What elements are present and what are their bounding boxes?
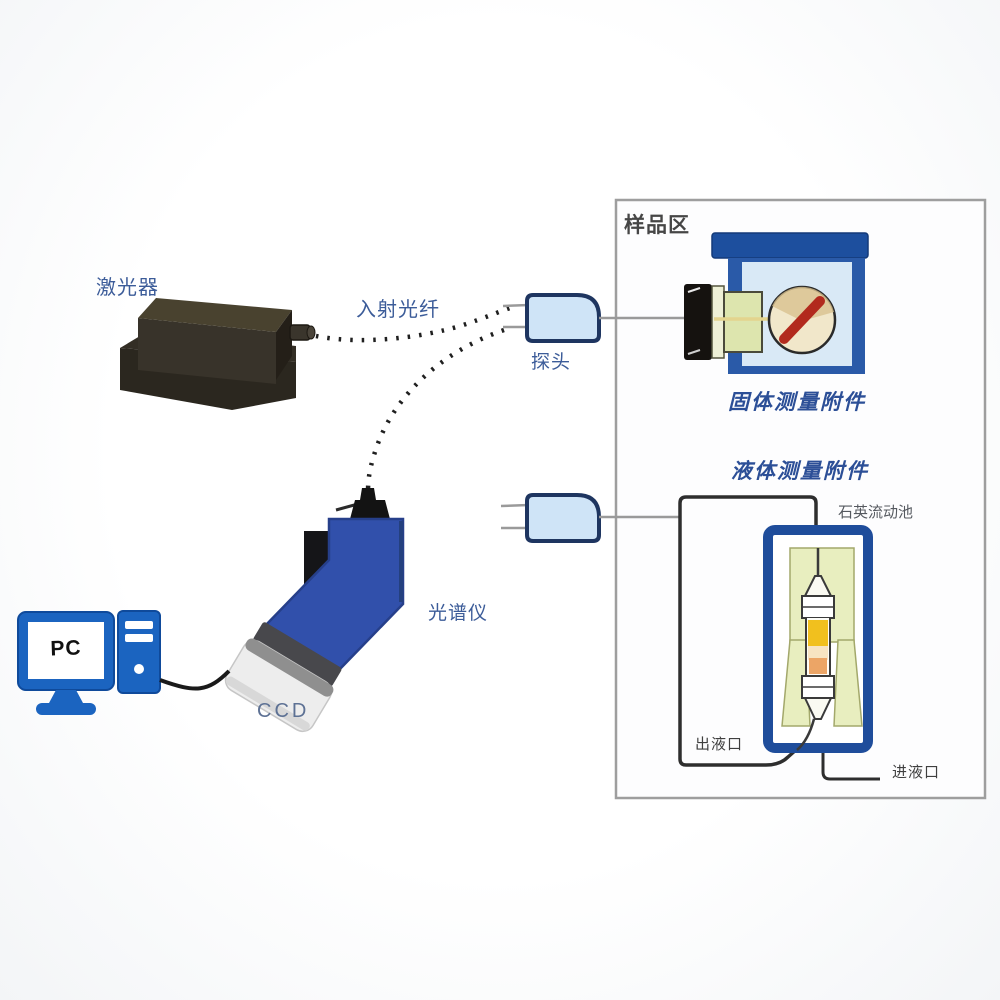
spectrometer-icon (224, 488, 405, 733)
laser-device-icon (120, 298, 316, 410)
ccd-label: CCD (257, 700, 310, 722)
probe-label: 探头 (531, 352, 572, 373)
flow-cell-routing-line (678, 495, 818, 767)
solid-sample-accessory-icon (684, 232, 869, 374)
liquid-flow-cell-icon (763, 525, 873, 753)
flow-cell-label: 石英流动池 (838, 504, 914, 521)
pc-ccd-cable (159, 669, 231, 691)
lens-assembly-icon (684, 284, 763, 360)
outlet-label: 出液口 (695, 736, 744, 753)
probe-lower-icon (500, 493, 681, 543)
fiber-port-icon (335, 488, 390, 519)
collection-fiber-dotted-line (365, 327, 505, 493)
ccd-camera-icon (224, 622, 342, 733)
pc-monitor-icon (17, 611, 115, 715)
spectrometer-label: 光谱仪 (428, 603, 489, 624)
probe-upper-icon (502, 293, 686, 343)
pc-icon (17, 610, 231, 715)
inlet-label: 进液口 (892, 764, 941, 781)
laser-label: 激光器 (96, 277, 159, 299)
pc-screen-label: PC (49, 636, 82, 661)
incident-fiber-dotted-line (315, 305, 511, 343)
pc-tower-icon (117, 610, 161, 694)
sample-area-label: 样品区 (624, 214, 690, 237)
liquid-accessory-label: 液体测量附件 (731, 460, 869, 483)
cell-tube-assembly (796, 548, 835, 751)
solid-accessory-label: 固体测量附件 (728, 391, 866, 414)
incident-fiber-label: 入射光纤 (356, 299, 440, 321)
sample-disc-icon (767, 285, 837, 355)
